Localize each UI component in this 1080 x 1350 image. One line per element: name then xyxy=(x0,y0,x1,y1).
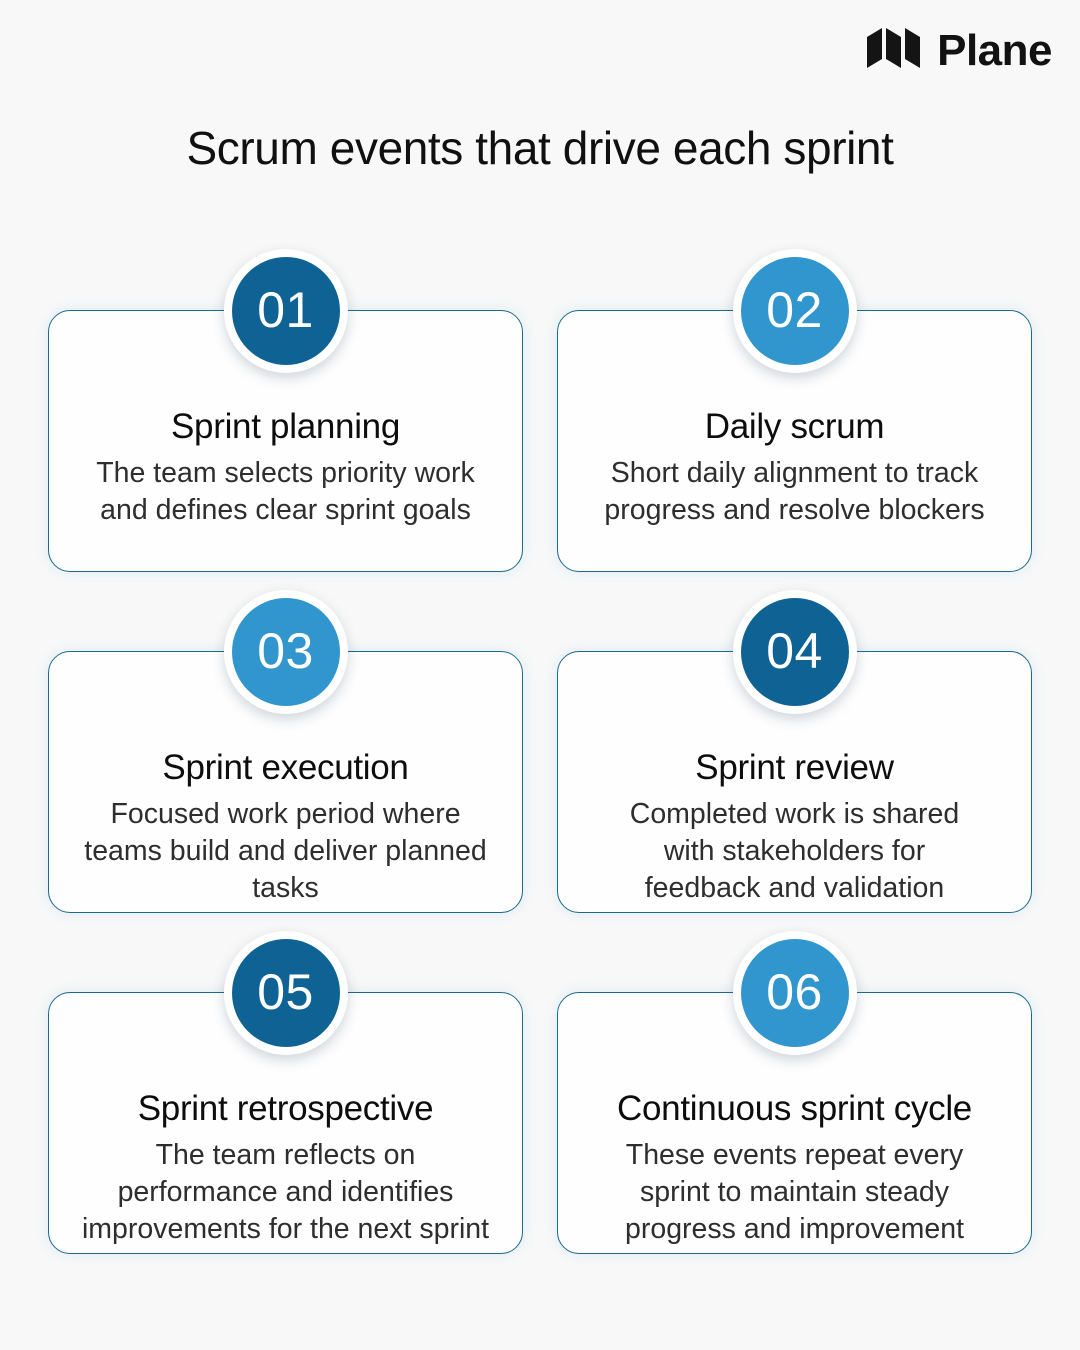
event-card-02: 02 Daily scrum Short daily alignment to … xyxy=(557,249,1032,572)
event-card-03: 03 Sprint execution Focused work period … xyxy=(48,590,523,913)
step-badge-02: 02 xyxy=(732,249,857,373)
step-number-06: 06 xyxy=(740,939,849,1047)
step-badge-06: 06 xyxy=(732,931,857,1055)
event-card-01: 01 Sprint planning The team selects prio… xyxy=(48,249,523,572)
event-description-06: These events repeat every sprint to main… xyxy=(625,1139,964,1246)
scrum-events-grid: 01 Sprint planning The team selects prio… xyxy=(48,249,1032,1254)
step-badge-03: 03 xyxy=(223,590,348,714)
step-number-03: 03 xyxy=(231,598,340,706)
step-number-01: 01 xyxy=(231,257,340,365)
event-title-03: Sprint execution xyxy=(162,748,409,787)
step-badge-01: 01 xyxy=(223,249,348,373)
event-card-04: 04 Sprint review Completed work is share… xyxy=(557,590,1032,913)
event-title-05: Sprint retrospective xyxy=(137,1089,434,1128)
event-description-03: Focused work period where teams build an… xyxy=(84,798,487,905)
brand-name: Plane xyxy=(937,25,1052,75)
event-title-04: Sprint review xyxy=(695,748,894,787)
page-title: Scrum events that drive each sprint xyxy=(186,122,894,174)
plane-logo-icon xyxy=(865,26,923,75)
event-description-01: The team selects priority work and defin… xyxy=(96,457,475,527)
step-badge-05: 05 xyxy=(223,931,348,1055)
event-title-06: Continuous sprint cycle xyxy=(617,1089,972,1128)
brand-logo: Plane xyxy=(865,26,1052,75)
event-title-01: Sprint planning xyxy=(171,407,400,446)
event-card-05: 05 Sprint retrospective The team reflect… xyxy=(48,931,523,1254)
event-title-02: Daily scrum xyxy=(704,407,885,446)
step-number-05: 05 xyxy=(231,939,340,1047)
event-card-06: 06 Continuous sprint cycle These events … xyxy=(557,931,1032,1254)
event-description-04: Completed work is shared with stakeholde… xyxy=(629,798,960,905)
event-description-02: Short daily alignment to track progress … xyxy=(604,457,985,527)
step-badge-04: 04 xyxy=(732,590,857,714)
step-number-04: 04 xyxy=(740,598,849,706)
event-description-05: The team reflects on performance and ide… xyxy=(81,1139,490,1246)
step-number-02: 02 xyxy=(740,257,849,365)
